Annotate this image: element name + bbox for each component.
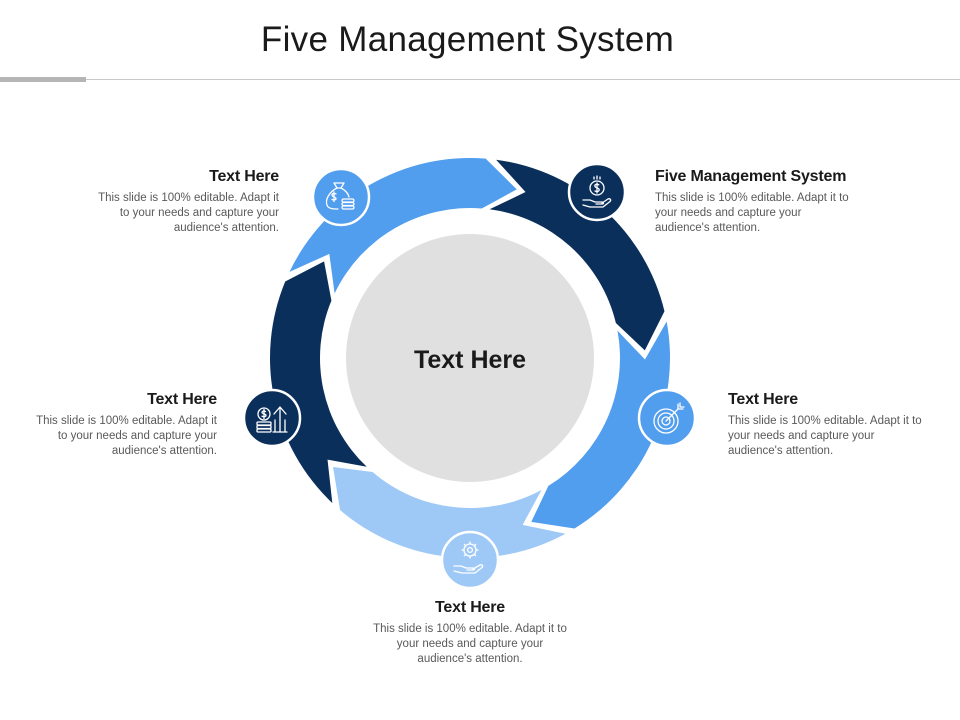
text-block-body: This slide is 100% editable. Adapt it to… bbox=[98, 192, 279, 234]
ring-segment-top-left bbox=[289, 157, 517, 294]
text-block-title: Text Here bbox=[728, 391, 798, 408]
ring-segment-right bbox=[531, 321, 670, 529]
slide-title: Five Management System bbox=[260, 20, 675, 59]
text-block-bottom: Text Here This slide is 100% editable. A… bbox=[370, 599, 570, 667]
title-divider bbox=[86, 79, 960, 80]
text-block-body: This slide is 100% editable. Adapt it to… bbox=[36, 415, 217, 457]
text-block-title: Five Management System bbox=[655, 168, 847, 185]
text-block-title: Text Here bbox=[209, 168, 279, 185]
center-label: Text Here bbox=[414, 346, 526, 374]
text-block-title: Text Here bbox=[435, 599, 505, 616]
target-icon bbox=[637, 388, 697, 448]
text-block-title: Text Here bbox=[147, 391, 217, 408]
ring-segments bbox=[269, 157, 670, 558]
money-hand-icon bbox=[567, 162, 627, 222]
text-block-body: This slide is 100% editable. Adapt it to… bbox=[655, 192, 849, 234]
ring-segment-bottom bbox=[333, 466, 566, 558]
ring-segment-left bbox=[269, 261, 367, 504]
center-circle bbox=[346, 234, 594, 482]
money-bag-icon bbox=[311, 167, 371, 227]
text-block-top-right: Five Management System This slide is 100… bbox=[655, 168, 895, 236]
gear-hand-icon bbox=[440, 530, 500, 590]
text-block-body: This slide is 100% editable. Adapt it to… bbox=[373, 623, 567, 665]
coins-growth-icon bbox=[242, 388, 302, 448]
text-block-left: Text Here This slide is 100% editable. A… bbox=[30, 391, 217, 459]
title-divider-accent bbox=[0, 77, 86, 82]
ring-segment-top-right bbox=[489, 159, 665, 351]
text-block-top-left: Text Here This slide is 100% editable. A… bbox=[92, 168, 279, 236]
text-block-right: Text Here This slide is 100% editable. A… bbox=[728, 391, 928, 459]
text-block-body: This slide is 100% editable. Adapt it to… bbox=[728, 415, 922, 457]
